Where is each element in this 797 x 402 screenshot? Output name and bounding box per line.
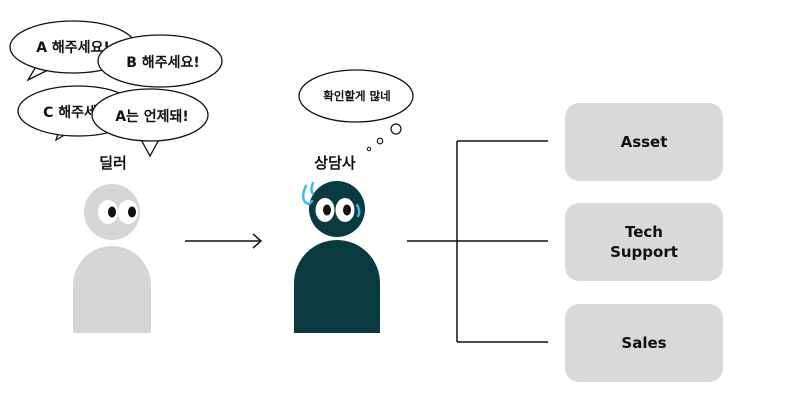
thought-text: 확인할게 많네 [323,89,390,103]
department-box-asset: Asset [565,103,723,181]
dealer-body [73,246,151,333]
speech-bubble-request-a-when: A는 언제돼! [91,88,209,158]
arrow-dealer-to-counselor [185,233,263,249]
counselor-label: 상담사 [314,154,356,172]
thought-dot-large [390,123,402,135]
dealer-label: 딜러 [99,154,127,172]
counselor-body [294,240,380,333]
request-c-text: C 해주세 [43,105,97,121]
department-box-sales: Sales [565,304,723,382]
department-label-asset: Asset [620,133,668,151]
request-b-text: B 해주세요! [126,55,199,71]
dealer-figure [73,184,151,333]
speech-bubble-request-b: B 해주세요! [97,34,223,88]
request-a-text: A 해주세요! [36,40,110,56]
thought-dot-medium [376,137,384,145]
thought-dot-small [366,146,372,152]
request-a-when-text: A는 언제돼! [115,108,189,125]
department-box-tech-support: Tech Support [565,203,723,281]
department-connector [407,140,548,343]
department-label-sales: Sales [621,334,667,352]
thought-bubble: 확인할게 많네 [298,69,414,152]
counselor-figure [294,181,380,333]
sweat-drop-icon [302,181,361,218]
department-label-tech-support: Tech Support [610,223,678,261]
